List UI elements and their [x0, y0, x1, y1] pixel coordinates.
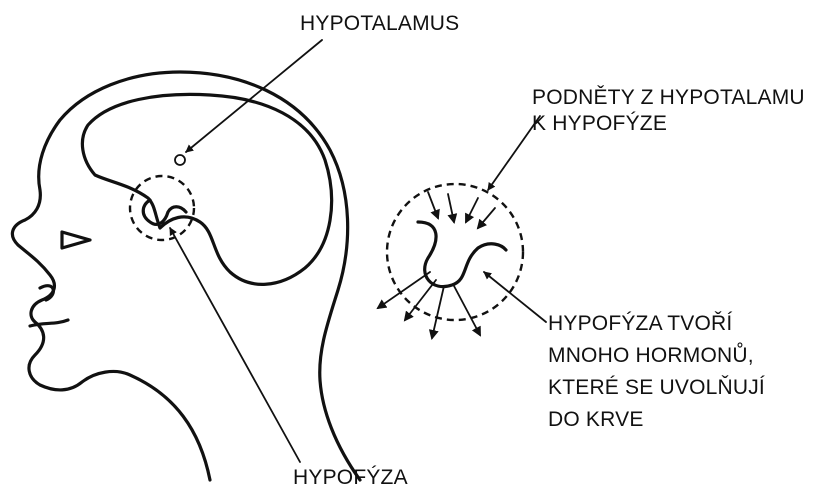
eye-triangle	[62, 232, 90, 248]
hormone-arrow-3	[432, 286, 444, 338]
label-pituitary-makes-line4: DO KRVE	[548, 408, 644, 431]
brain-stem-curve	[143, 200, 186, 224]
label-pituitary-makes-line2: MNOHO HORMONŮ,	[548, 343, 754, 367]
pituitary-gland-shape	[418, 222, 506, 287]
label-hypothalamus: HYPOTALAMUS	[300, 12, 459, 35]
signal-arrow-3	[466, 198, 478, 222]
pituitary-detail	[378, 184, 523, 338]
pituitary-makes-pointer-line	[484, 272, 546, 322]
signal-arrow-4	[478, 208, 495, 228]
hormone-arrow-1	[378, 272, 430, 308]
pituitary-region-dashed-circle	[130, 176, 194, 240]
label-pituitary-makes-line1: HYPOFÝZA TVOŘÍ	[548, 312, 732, 335]
hormone-arrow-4	[454, 286, 480, 335]
signal-arrow-1	[428, 192, 438, 218]
signals-pointer-line	[488, 116, 540, 190]
label-signals-line2: K HYPOFÝZE	[532, 112, 667, 135]
label-signals-line1: PODNĚTY Z HYPOTALAMU	[532, 86, 805, 109]
hypothalamus-dot	[175, 155, 185, 165]
label-pituitary-makes-line3: KTERÉ SE UVOLŇUJÍ	[548, 376, 765, 399]
detail-dashed-circle	[387, 184, 523, 320]
head-illustration	[12, 72, 360, 480]
label-pituitary: HYPOFÝZA	[293, 466, 408, 489]
signal-arrow-2	[448, 194, 454, 222]
brain-outline	[82, 94, 331, 284]
